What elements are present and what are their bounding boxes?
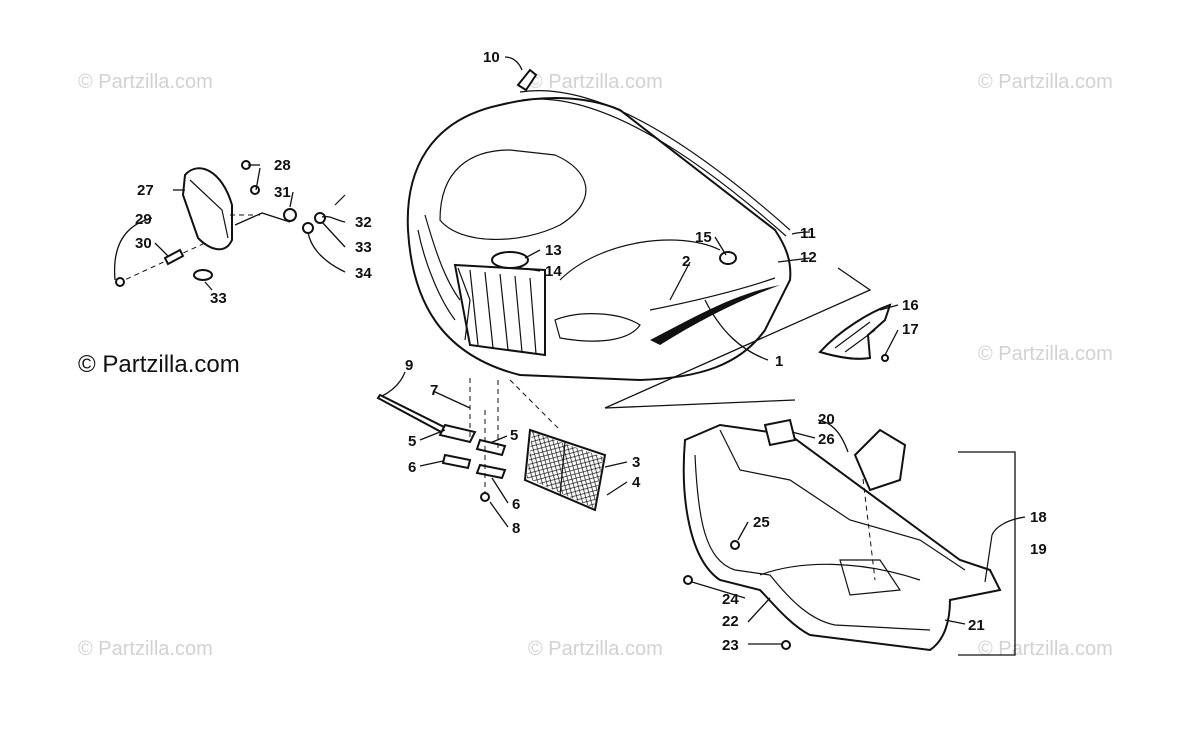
leader-lines bbox=[113, 56, 1026, 645]
callout-8: 8 bbox=[512, 520, 520, 537]
callout-29: 29 bbox=[135, 211, 152, 228]
storage-tub-assembly bbox=[682, 418, 1016, 656]
watermark-main: © Partzilla.com bbox=[78, 351, 240, 378]
callout-1: 1 bbox=[775, 353, 783, 370]
callout-28: 28 bbox=[274, 157, 291, 174]
headlight-bracket-assembly bbox=[115, 160, 346, 287]
callout-31: 31 bbox=[274, 184, 291, 201]
watermark: © Partzilla.com bbox=[978, 638, 1113, 660]
callout-32: 32 bbox=[355, 214, 372, 231]
callout-13: 13 bbox=[545, 242, 562, 259]
watermark: © Partzilla.com bbox=[978, 343, 1113, 365]
callout-3: 3 bbox=[632, 454, 640, 471]
callout-26: 26 bbox=[818, 431, 835, 448]
hood-assembly bbox=[406, 90, 872, 409]
callout-labels: 10 11 12 15 2 13 14 1 16 17 28 27 31 29 … bbox=[135, 49, 1047, 654]
callout-33: 33 bbox=[210, 290, 227, 307]
callout-2: 2 bbox=[682, 253, 690, 270]
callout-18: 18 bbox=[1030, 509, 1047, 526]
callout-16: 16 bbox=[902, 297, 919, 314]
callout-6: 6 bbox=[512, 496, 520, 513]
callout-25: 25 bbox=[753, 514, 770, 531]
callout-24: 24 bbox=[722, 591, 739, 608]
watermark: © Partzilla.com bbox=[978, 71, 1113, 93]
callout-30: 30 bbox=[135, 235, 152, 252]
callout-10: 10 bbox=[483, 49, 500, 66]
callout-17: 17 bbox=[902, 321, 919, 338]
callout-7: 7 bbox=[430, 382, 438, 399]
callout-23: 23 bbox=[722, 637, 739, 654]
callout-12: 12 bbox=[800, 249, 817, 266]
callout-33: 33 bbox=[355, 239, 372, 256]
callout-5: 5 bbox=[510, 427, 518, 444]
watermark: © Partzilla.com bbox=[78, 638, 213, 660]
callout-19: 19 bbox=[1030, 541, 1047, 558]
watermark: © Partzilla.com bbox=[528, 638, 663, 660]
callout-21: 21 bbox=[968, 617, 985, 634]
callout-6: 6 bbox=[408, 459, 416, 476]
callout-11: 11 bbox=[800, 225, 816, 242]
watermark: © Partzilla.com bbox=[78, 71, 213, 93]
watermark: © Partzilla.com bbox=[528, 71, 663, 93]
callout-4: 4 bbox=[632, 474, 641, 491]
deflector-part-16 bbox=[818, 303, 892, 362]
callout-22: 22 bbox=[722, 613, 739, 630]
callout-20: 20 bbox=[818, 411, 835, 428]
callout-27: 27 bbox=[137, 182, 154, 199]
callout-9: 9 bbox=[405, 357, 413, 374]
callout-15: 15 bbox=[695, 229, 712, 246]
clip-part-10 bbox=[516, 68, 538, 92]
mesh-screen-part-3 bbox=[509, 379, 607, 512]
callout-5: 5 bbox=[408, 433, 416, 450]
strap-bracket-assembly bbox=[376, 378, 507, 502]
callout-34: 34 bbox=[355, 265, 372, 282]
callout-14: 14 bbox=[545, 263, 562, 280]
